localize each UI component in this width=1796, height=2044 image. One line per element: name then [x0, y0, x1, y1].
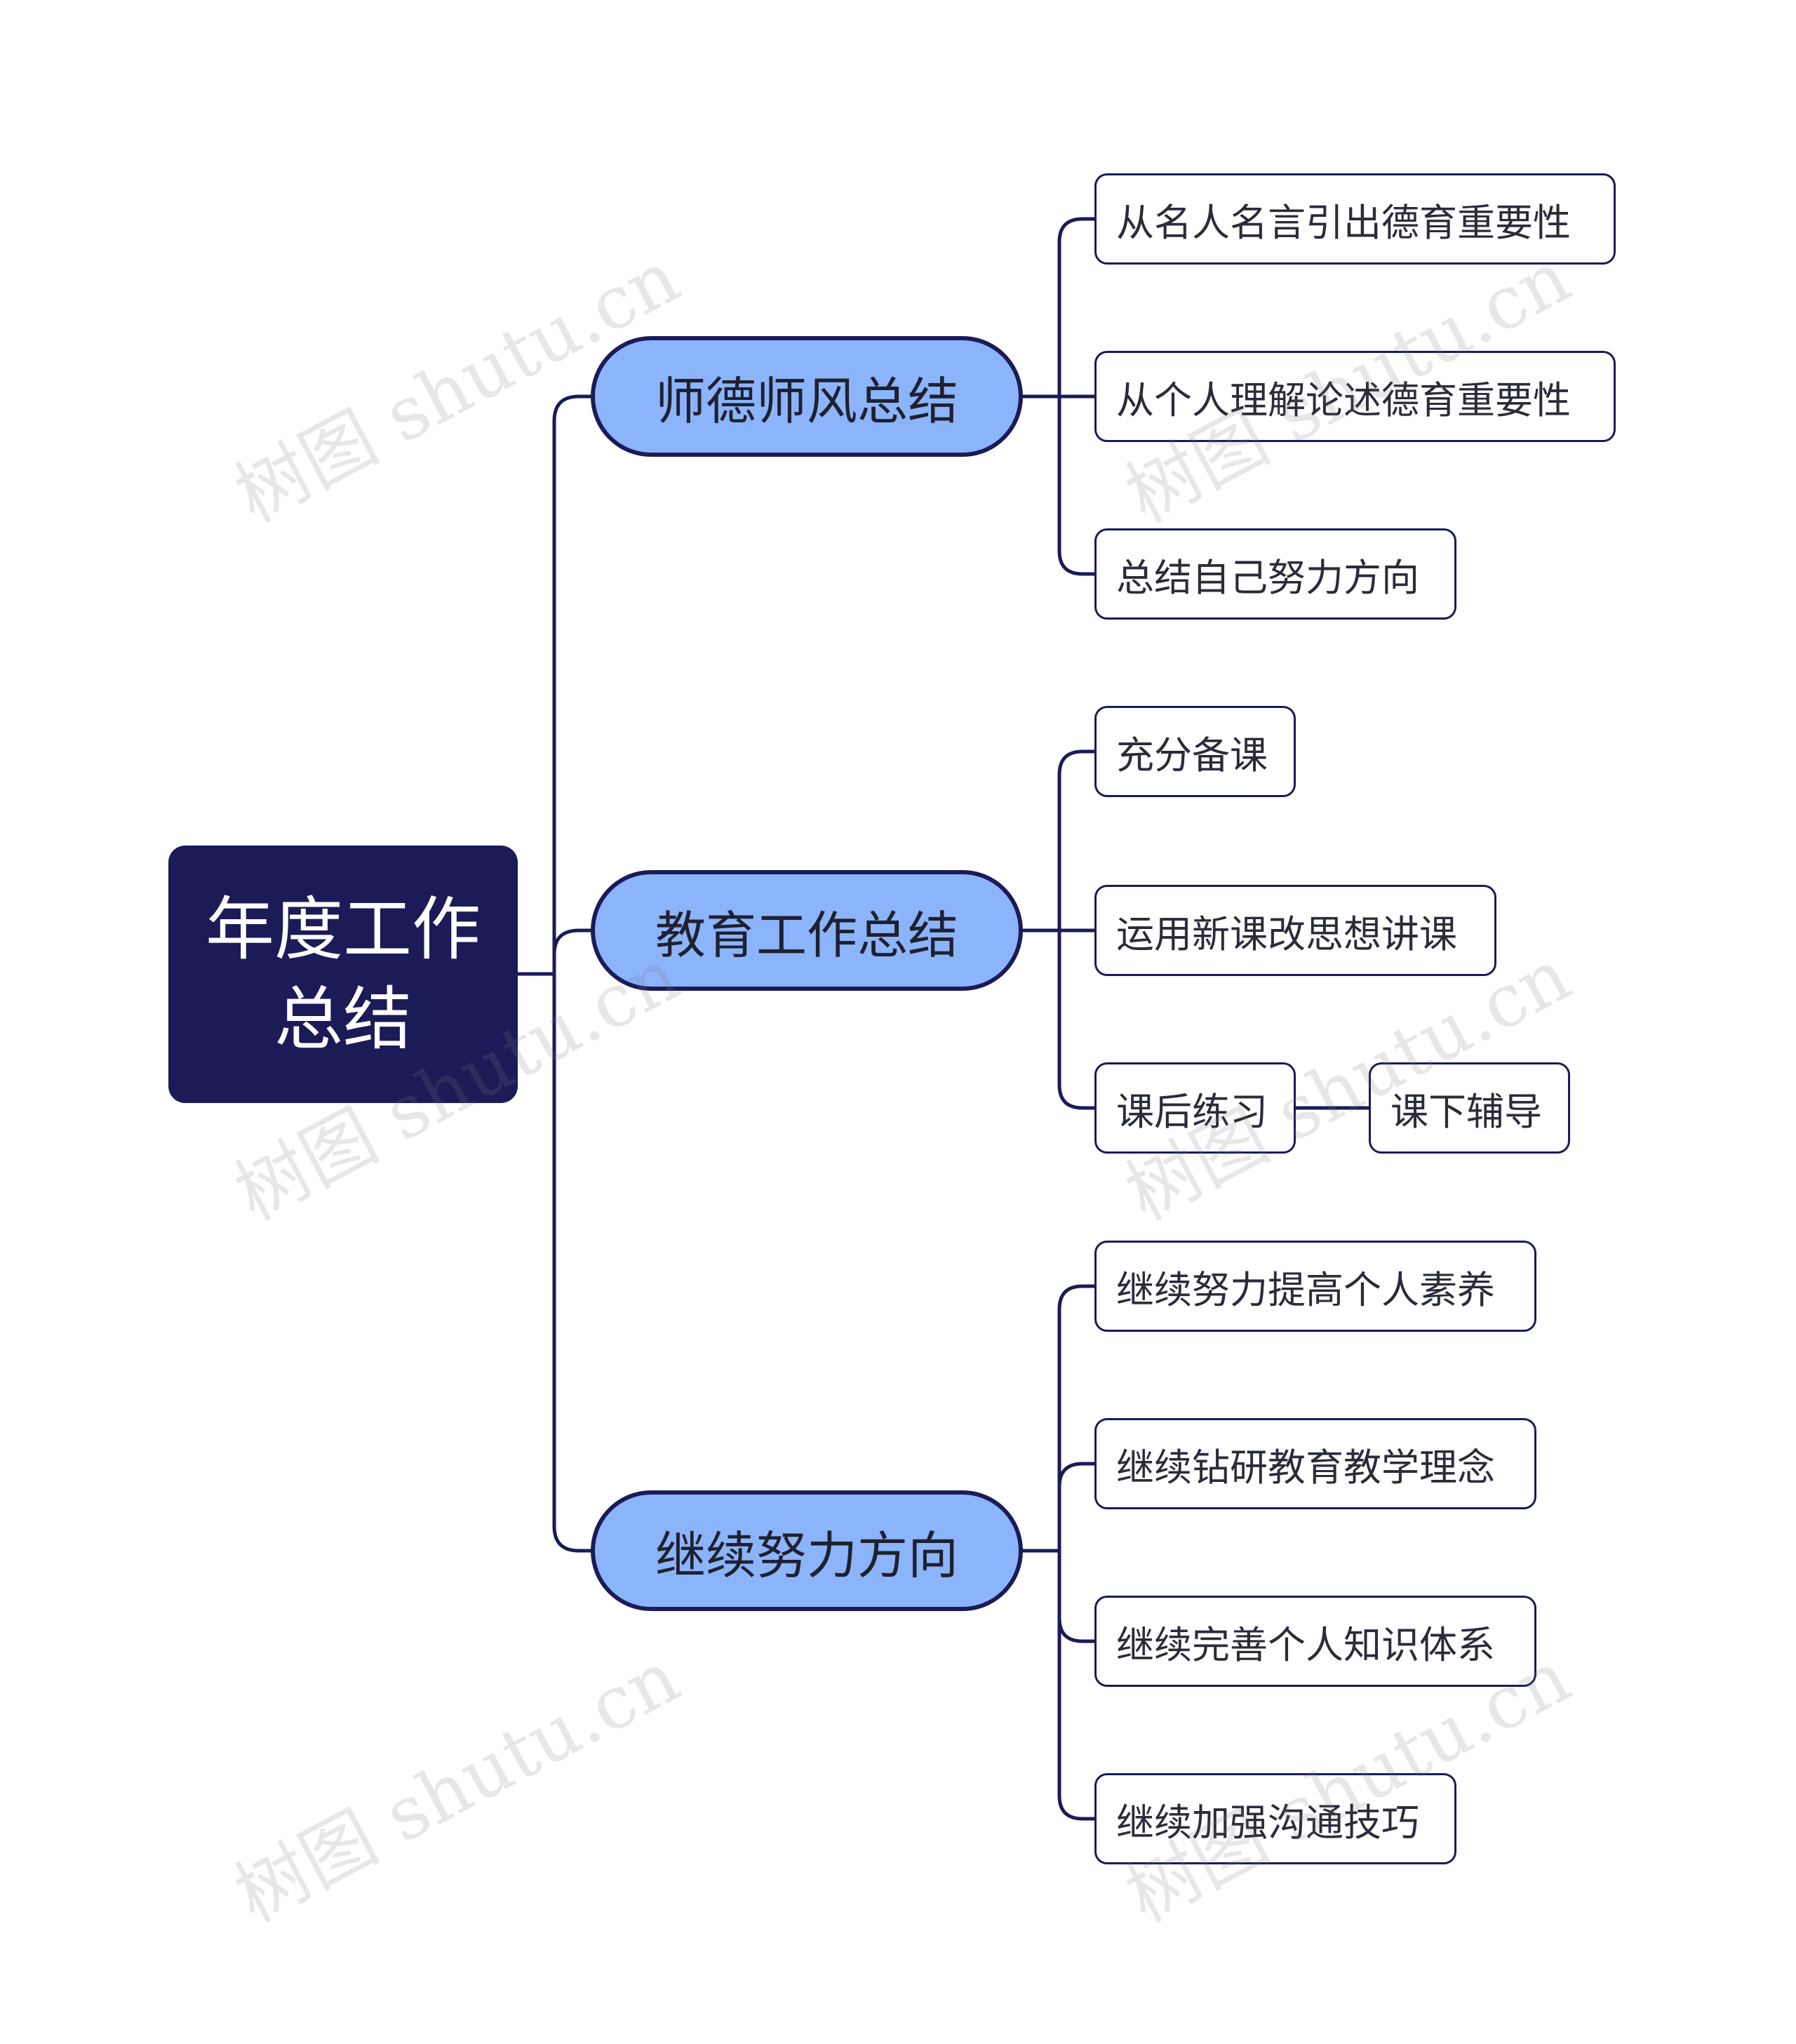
leaf-label: 从名人名言引出德育重要性	[1116, 200, 1571, 245]
leaf-label: 充分备课	[1116, 733, 1268, 777]
leaf-label: 继续加强沟通技巧	[1116, 1800, 1419, 1845]
branch-node-3[interactable]: 继续努力方向	[591, 1490, 1023, 1611]
leaf-label: 继续努力提高个人素养	[1116, 1267, 1495, 1312]
connector-b3-c4	[1021, 1549, 1096, 1821]
leaf-node[interactable]: 继续钻研教育教学理念	[1094, 1418, 1536, 1509]
leaf-label: 课后练习	[1116, 1089, 1268, 1134]
branch-node-1[interactable]: 师德师风总结	[591, 336, 1023, 457]
leaf-node[interactable]: 继续完善个人知识体系	[1094, 1596, 1536, 1687]
root-node[interactable]: 年度工作总结	[168, 846, 518, 1103]
connector-root-branch-3	[518, 972, 593, 1553]
connector-root-branch-2	[518, 928, 593, 976]
leaf-node[interactable]: 总结自己努力方向	[1094, 528, 1456, 620]
leaf-node[interactable]: 从名人名言引出德育重要性	[1094, 173, 1616, 265]
leaf-node[interactable]: 继续努力提高个人素养	[1094, 1241, 1536, 1332]
branch-node-2[interactable]: 教育工作总结	[591, 870, 1023, 991]
branch-label: 师德师风总结	[655, 371, 958, 431]
branch-label: 继续努力方向	[655, 1525, 958, 1585]
leaf-label: 继续完善个人知识体系	[1116, 1622, 1495, 1667]
leaf-label: 从个人理解论述德育重要性	[1116, 378, 1571, 422]
leaf-label: 课下辅导	[1390, 1089, 1542, 1134]
connector-b2-c3	[1021, 928, 1096, 1110]
leaf-node[interactable]: 课后练习	[1094, 1062, 1296, 1154]
root-label: 年度工作总结	[205, 889, 481, 1060]
connector-b2-c1	[1021, 749, 1096, 933]
leaf-node[interactable]: 课下辅导	[1369, 1062, 1570, 1154]
connector-b3-c1	[1021, 1284, 1096, 1553]
leaf-label: 继续钻研教育教学理念	[1116, 1445, 1495, 1490]
connector-b3-c2	[1021, 1462, 1096, 1553]
connector-b1-c1	[1021, 217, 1096, 399]
connector-root-branch-1	[518, 394, 593, 976]
branch-label: 教育工作总结	[655, 905, 958, 965]
leaf-node[interactable]: 继续加强沟通技巧	[1094, 1773, 1456, 1864]
leaf-node[interactable]: 充分备课	[1094, 706, 1296, 797]
leaf-node[interactable]: 从个人理解论述德育重要性	[1094, 351, 1616, 442]
leaf-label: 总结自己努力方向	[1116, 555, 1419, 600]
connector-b1-c3	[1021, 394, 1096, 576]
leaf-label: 运用新课改思想讲课	[1116, 911, 1457, 956]
leaf-node[interactable]: 运用新课改思想讲课	[1094, 885, 1496, 976]
